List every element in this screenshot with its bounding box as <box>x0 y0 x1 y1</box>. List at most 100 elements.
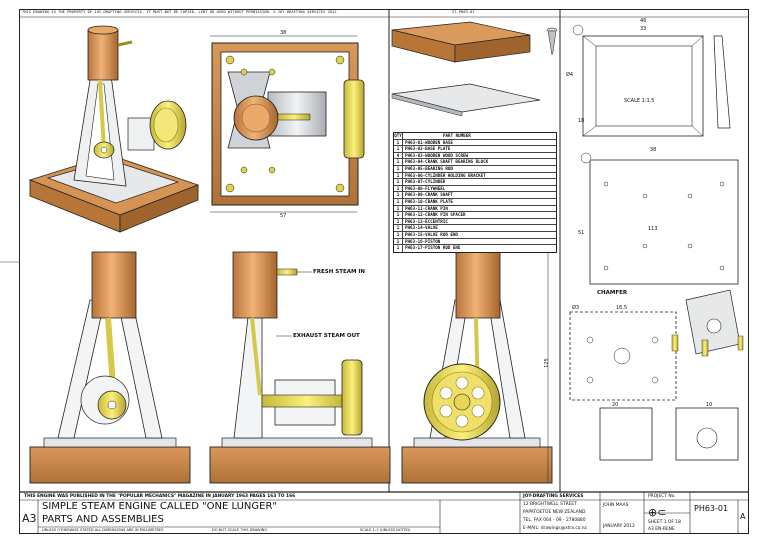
parts-list-part: PH63-11-CRANK PIN <box>405 205 448 211</box>
parts-list-qty: 1 <box>394 212 403 218</box>
wooden-base-3d <box>391 21 541 117</box>
company-street: 12 BRIGHTWELL STREET <box>523 502 577 507</box>
dim-height: 125 <box>543 358 550 368</box>
parts-list-qty: 1 <box>394 165 403 172</box>
company-name: JOY-DRAFTING SERVICES <box>523 494 584 499</box>
sheet-size: A3 <box>22 512 37 525</box>
end-view <box>401 250 553 484</box>
parts-list-part: PH63-09-CRANK SHAFT <box>405 192 453 198</box>
company-phone: TEL. FAX 064 - 09 - 2780880 <box>523 518 586 523</box>
projection-note: A3 EN-RENE <box>648 527 675 532</box>
dim-20: 20 <box>612 402 619 408</box>
dim-top-width: 38 <box>280 30 287 36</box>
parts-list-qty: 1 <box>394 245 403 252</box>
parts-list-qty: 1 <box>394 159 403 165</box>
dim-16: 16.5 <box>616 305 628 311</box>
dim-33: 33 <box>640 26 647 32</box>
bearing-bracket-drawing <box>569 289 744 461</box>
parts-list-qty: 1 <box>394 179 403 185</box>
dim-46: 46 <box>640 18 647 24</box>
parts-list-part: PH63-12-CRANK PIN SPACER <box>405 212 466 218</box>
drawn-by: JOHN MAAS <box>603 503 629 508</box>
parts-list-part: PH63-03-WOODEN WOOD SCREW <box>405 152 469 158</box>
published-note: THIS ENGINE WAS PUBLISHED IN THE "POPULA… <box>24 494 296 499</box>
parts-list-qty: 1 <box>394 192 403 198</box>
dim-top-base: 57 <box>280 213 287 219</box>
projection-symbol-icon: ⊕⊂ <box>648 506 667 519</box>
project-number: PH63-01 <box>694 504 729 513</box>
parts-list-part: PH63-06-CYLINDER HOLDING BRACKET <box>405 172 486 178</box>
drawing-title-line1: SIMPLE STEAM ENGINE CALLED "ONE LUNGER" <box>42 501 278 512</box>
wooden-base-drawing <box>572 24 731 137</box>
parts-list-part: PH63-07-CYLINDER <box>405 179 446 185</box>
fresh-steam-callout: FRESH STEAM IN <box>313 269 365 275</box>
parts-list-part: PH63-15-VALVE ROD END <box>405 231 458 237</box>
top-view <box>210 35 365 213</box>
dim-38: 38 <box>650 147 657 153</box>
scale-value: SCALE 1:1 (UNLESS NOTED) <box>360 528 411 532</box>
chamfer-callout: CHAMFER <box>597 290 628 296</box>
parts-list-part: PH63-16-PISTON <box>405 238 441 244</box>
dim-10: 10 <box>706 402 713 408</box>
parts-list-qty: 1 <box>394 198 403 205</box>
dim-3: Ø3 <box>572 305 580 311</box>
sheet-count: SHEET 1 OF 18 <box>648 520 681 525</box>
drawing-date: JANUARY 2012 <box>603 524 635 529</box>
dim-4: Ø4 <box>566 72 574 78</box>
units-note: UNLESS OTHERWISE STATED ALL DIMENSIONS A… <box>42 528 164 532</box>
sheet-id-header: ST-PH63-01 <box>452 10 475 14</box>
parts-list-part: PH63-08-FLYWHEEL <box>405 185 446 191</box>
exhaust-steam-callout: EXHAUST STEAM OUT <box>293 333 360 339</box>
parts-list-qty: 1 <box>394 185 403 192</box>
parts-list-part: PH63-13-ECCENTRIC <box>405 218 448 224</box>
parts-list-part: PH63-01-WOODEN BASE <box>405 139 453 145</box>
front-view <box>29 251 191 484</box>
title-block-lines <box>20 492 748 534</box>
parts-list-qty: 1 <box>394 231 403 238</box>
parts-list-part: PH63-04-CRANK SHAFT BEARING BLOCK <box>405 159 489 165</box>
company-email: E-MAIL: drawings@xtra.co.nz <box>523 526 587 531</box>
wood-screw-icon <box>546 27 558 56</box>
parts-list-qty: 4 <box>394 152 403 159</box>
parts-list-part: PH63-14-VALVE <box>405 225 438 231</box>
side-view <box>209 251 391 484</box>
parts-list-part: PH63-17-PISTON ROD END <box>405 245 461 251</box>
parts-list-header: QTY PART NUMBER <box>394 133 556 140</box>
parts-list-part: PH63-10-CRANK PLATE <box>405 198 453 204</box>
revision: A <box>740 512 746 521</box>
parts-list-qty: 1 <box>394 225 403 231</box>
parts-list-part: PH63-05-BEARING ROD <box>405 165 453 171</box>
isometric-assembly <box>28 25 200 233</box>
base-plate-drawing <box>580 152 739 285</box>
parts-list-qty: 1 <box>394 146 403 152</box>
project-label: PROJECT No. <box>648 494 676 499</box>
parts-list-qty: 1 <box>394 172 403 179</box>
parts-list-qty: 1 <box>394 218 403 225</box>
drawing-title-line2: PARTS AND ASSEMBLIES <box>42 514 164 525</box>
parts-list-qty: 1 <box>394 205 403 212</box>
scale-label: SCALE 1:1.5 <box>624 98 655 104</box>
scale-note: DO NOT SCALE THIS DRAWING <box>212 528 268 532</box>
parts-list-part: PH63-02-BASE PLATE <box>405 146 451 152</box>
copyright-header: THIS DRAWING IS THE PROPERTY OF JOY-DRAF… <box>22 10 337 14</box>
